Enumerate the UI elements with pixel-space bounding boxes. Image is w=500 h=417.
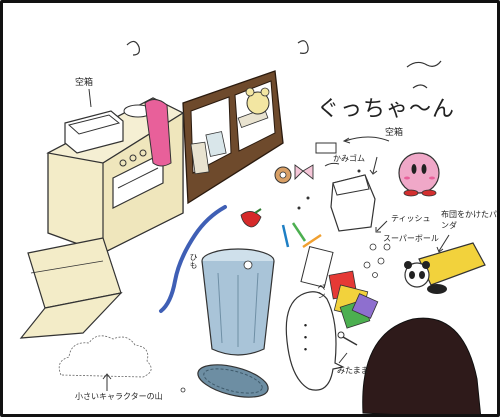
label-title-mess: ぐっちゃ〜ん	[317, 97, 456, 122]
label-tissue: ティッシュ	[391, 214, 431, 223]
label-empty-box-right: 空箱	[385, 128, 404, 138]
scissors	[342, 336, 358, 346]
character-pile	[58, 335, 152, 378]
arrow	[438, 234, 450, 252]
long-box	[300, 246, 334, 288]
panda-with-futon	[404, 242, 486, 294]
colored-papers	[328, 270, 379, 329]
strawberry	[240, 211, 262, 228]
label-speech-dots: ・・・	[298, 319, 312, 355]
swirl-doodle	[412, 84, 428, 89]
trash-can	[201, 248, 275, 356]
open-box-bottom	[19, 237, 123, 339]
wooden-shelf	[182, 70, 284, 205]
arrow	[376, 220, 388, 232]
label-hair-tie: かみゴム	[333, 154, 365, 163]
speech-bubble	[285, 291, 345, 391]
hair-tie	[294, 164, 314, 181]
person-head	[362, 317, 482, 414]
label-futon-panda: 布団をかけたパンダ	[441, 210, 497, 230]
empty-box-right	[330, 174, 376, 232]
arrow	[338, 352, 348, 364]
arrow	[324, 162, 340, 167]
small-box	[315, 142, 337, 154]
pink-towel	[144, 99, 172, 167]
label-superball: スーパーボール	[383, 234, 439, 243]
trash-can-lid	[197, 364, 269, 398]
label-pencil: ペン	[317, 283, 326, 299]
superball	[369, 243, 377, 251]
label-watching: みたまま	[337, 366, 369, 375]
label-empty-box-top: 空箱	[75, 78, 94, 88]
pink-round-character	[398, 152, 440, 197]
swirl-doodle	[297, 40, 309, 54]
label-character-pile: 小さいキャラクターの山	[75, 392, 163, 401]
pen	[302, 233, 322, 249]
label-string: ひも	[189, 253, 198, 269]
swirl-doodle	[406, 60, 442, 68]
scene-drawing	[19, 40, 486, 414]
arrow	[372, 156, 378, 174]
swirl-doodle	[126, 40, 140, 56]
blue-rope	[159, 205, 227, 313]
pen	[291, 222, 307, 242]
empty-box-top	[64, 88, 124, 154]
arrow	[344, 136, 390, 142]
bear-toy	[246, 91, 270, 115]
pen	[281, 224, 290, 248]
